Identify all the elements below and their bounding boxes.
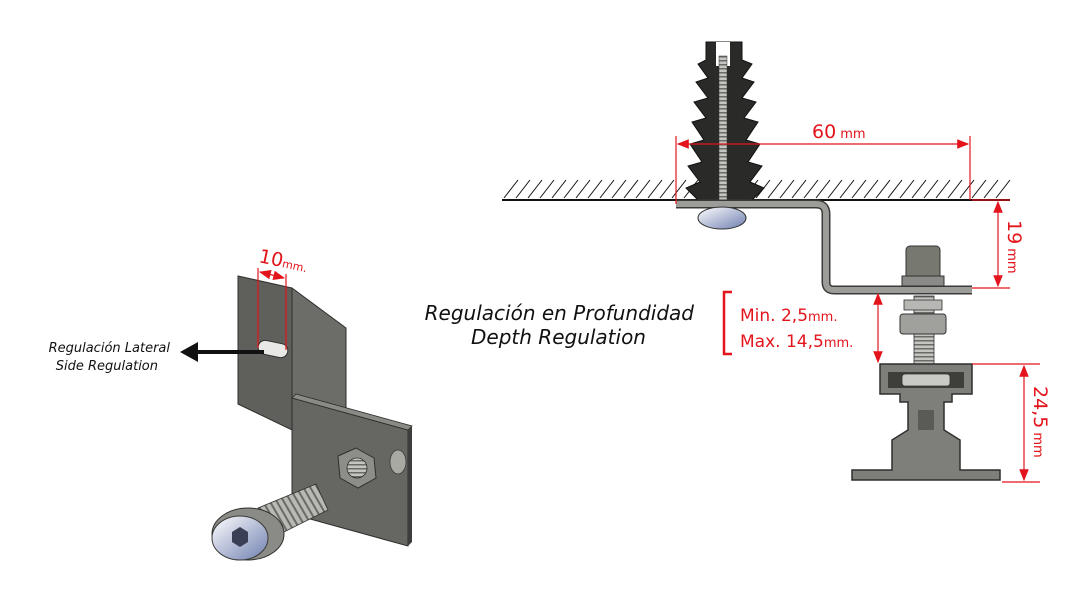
depth-min-label: Min. 2,5mm.: [740, 306, 837, 326]
hatch-mark: [515, 179, 531, 199]
rail-profile-icon: [851, 363, 1001, 481]
hatch-mark: [983, 179, 999, 199]
hatch-mark: [851, 179, 867, 199]
hatch-mark: [947, 179, 963, 199]
hatch-mark: [863, 179, 879, 199]
hex-socket-bolt-icon: [211, 483, 329, 561]
hatch-mark: [527, 179, 543, 199]
profile-dimension-label: 24,5mm: [1029, 386, 1051, 458]
hatch-mark: [935, 179, 951, 199]
hatch-mark: [971, 179, 987, 199]
hatch-mark: [551, 179, 567, 199]
depth-label-es: Regulación en Profundidad: [425, 301, 695, 325]
depth-dimension: [722, 290, 883, 364]
hatch-mark: [779, 179, 795, 199]
hatch-mark: [587, 179, 603, 199]
hatch-mark: [887, 179, 903, 199]
arrow-left-icon: [180, 342, 264, 362]
hatch-mark: [815, 179, 831, 199]
hatch-mark: [791, 179, 807, 199]
depth-label-en: Depth Regulation: [471, 325, 646, 349]
hatch-mark: [959, 179, 975, 199]
hatch-mark: [767, 179, 783, 199]
hatch-mark: [899, 179, 915, 199]
hatch-mark: [635, 179, 651, 199]
hatch-mark: [803, 179, 819, 199]
width-dimension: [675, 136, 971, 204]
depth-max-label: Max. 14,5mm.: [740, 332, 853, 352]
hatch-mark: [563, 179, 579, 199]
hatch-mark: [503, 179, 519, 199]
hatch-mark: [575, 179, 591, 199]
hatch-mark: [827, 179, 843, 199]
lateral-label-en: Side Regulation: [56, 359, 158, 374]
slot-dimension: [257, 268, 287, 350]
hatch-mark: [923, 179, 939, 199]
nut-icon: [337, 447, 407, 489]
wall-plug-icon: [685, 41, 765, 207]
hatch-mark: [659, 179, 675, 199]
profile-dimension: [972, 363, 1040, 483]
z-bracket-icon: [676, 199, 972, 295]
hatch-mark: [671, 179, 687, 199]
hatch-mark: [647, 179, 663, 199]
hatch-mark: [875, 179, 891, 199]
lateral-label-es: Regulación Lateral: [49, 341, 171, 356]
height-dimension: [972, 199, 1010, 289]
bolt-nut-icon: [899, 245, 947, 375]
hatch-mark: [995, 179, 1011, 199]
hatch-mark: [623, 179, 639, 199]
hatch-mark: [599, 179, 615, 199]
slot-dimension-label: 10mm.: [257, 245, 310, 277]
hatch-mark: [839, 179, 855, 199]
hatch-mark: [911, 179, 927, 199]
height-dimension-label: 19mm: [1003, 220, 1025, 274]
hatch-mark: [539, 179, 555, 199]
hatch-mark: [611, 179, 627, 199]
